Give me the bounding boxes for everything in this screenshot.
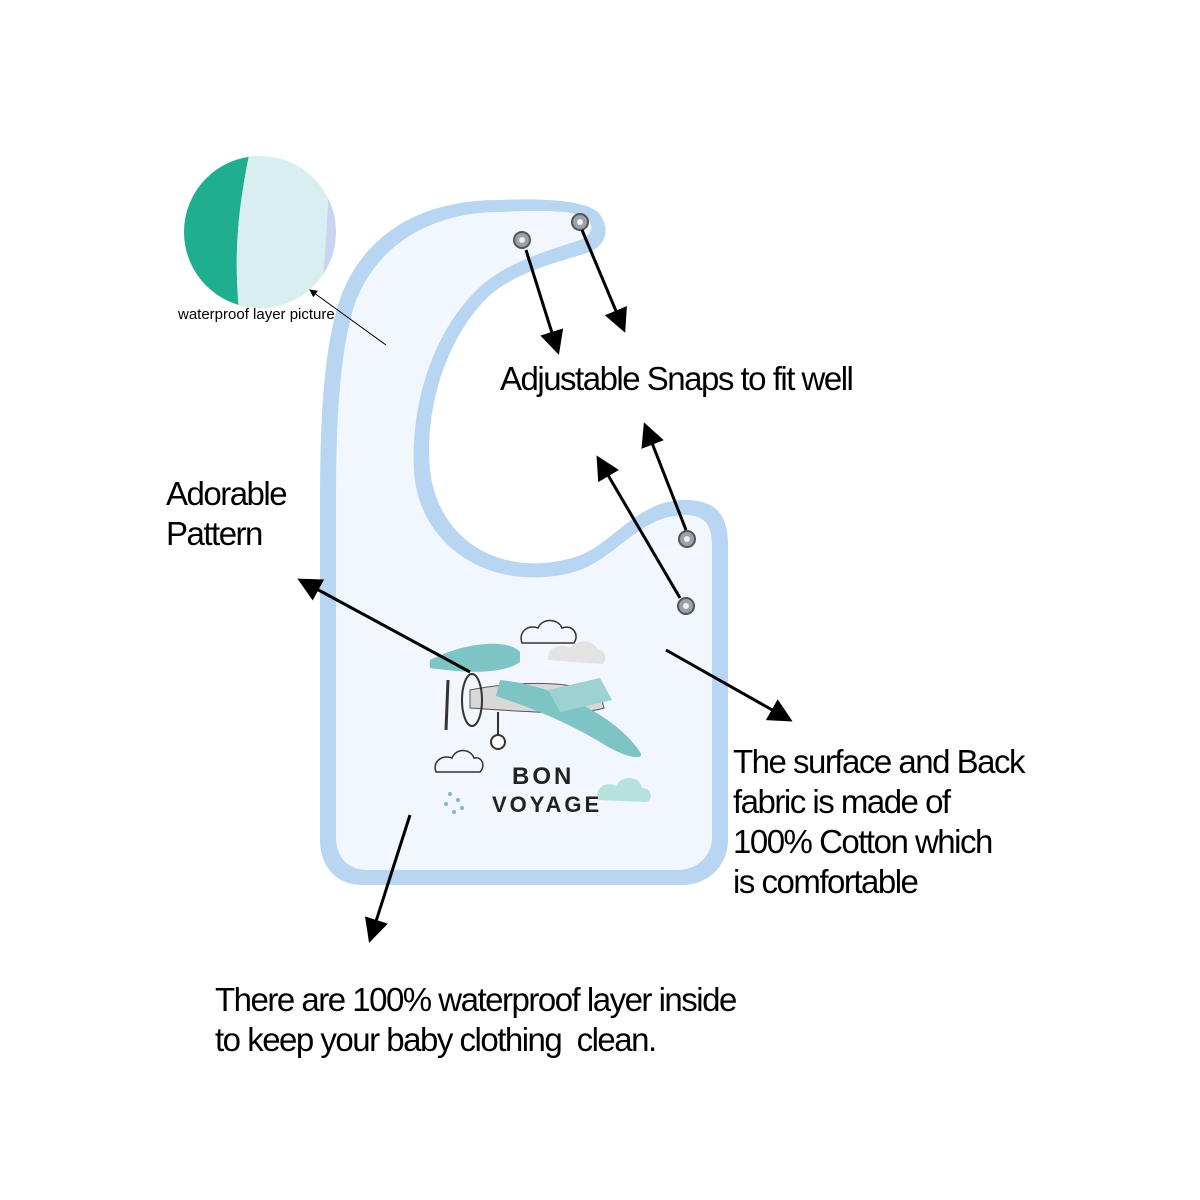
cloud-icon [597,777,651,802]
snap-button-icon [678,530,696,548]
print-bon: BON [512,763,574,790]
cloud-icon [547,641,606,664]
arrow-icon [596,455,682,599]
callout-fabric-line: The surface and Back [733,743,1026,780]
cloud-icon [520,619,577,644]
airplane-icon [430,643,642,758]
arrow-icon [297,578,471,674]
arrow-icon [665,648,793,722]
arrow-icon [309,289,387,346]
print-voyage: VOYAGE [492,792,602,817]
callout-waterproof-line: to keep your baby clothing clean. [215,1021,657,1058]
callout-pattern: Adorable Pattern [166,474,288,554]
bib-body [336,210,712,870]
callout-fabric-line: 100% Cotton which [733,823,993,860]
snap-button-icon [513,231,531,249]
bib-image: BON VOYAGE [320,199,728,885]
snap-button-icon [571,213,589,231]
callout-waterproof: There are 100% waterproof layer inside t… [215,980,737,1060]
arrow-icon [580,229,627,333]
callout-fabric: The surface and Back fabric is made of 1… [733,742,1026,902]
waterproof-swatch-icon [184,156,336,308]
arrow-icon [524,249,564,355]
callout-pattern-line: Adorable [166,475,288,512]
arrow-icon [364,814,412,943]
callout-snaps: Adjustable Snaps to fit well [500,360,854,397]
callout-fabric-line: fabric is made of [733,783,951,820]
callout-waterproof-line: There are 100% waterproof layer inside [215,981,737,1018]
callout-fabric-line: is comfortable [733,863,919,900]
callout-inset: waterproof layer picture [178,306,335,323]
cloud-icon [434,749,484,773]
arrows [297,229,793,943]
snap-button-icon [677,597,695,615]
arrow-icon [641,422,688,531]
dots-decoration [444,792,464,814]
callout-pattern-line: Pattern [166,515,263,552]
